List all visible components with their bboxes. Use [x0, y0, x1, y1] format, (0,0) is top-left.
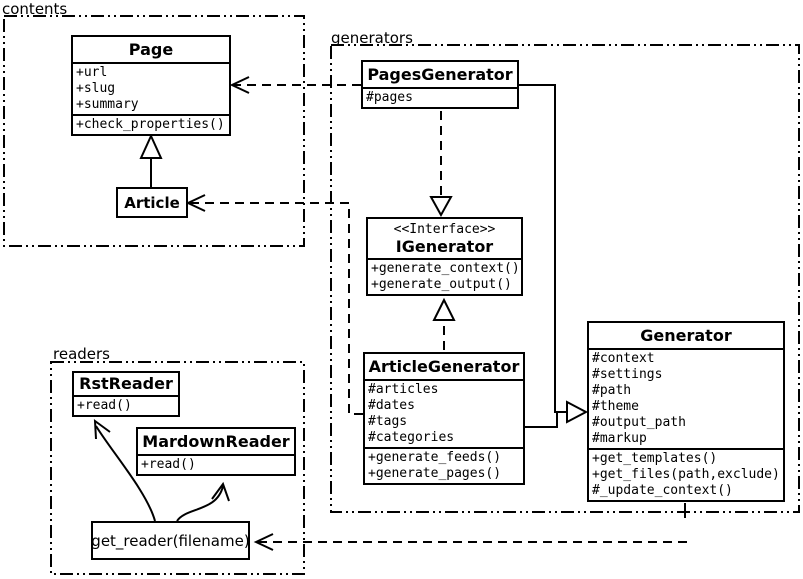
method: +read() [77, 398, 132, 413]
class-title: PagesGenerator [367, 65, 513, 84]
class-title: Article [124, 193, 180, 212]
package-label-generators: generators [331, 29, 413, 47]
class-title: Generator [640, 326, 732, 345]
attribute: #theme [592, 399, 639, 414]
method: +get_files(path,exclude) [592, 467, 780, 482]
function-label: get_reader(filename) [91, 531, 250, 550]
method: +generate_context() [371, 261, 518, 276]
class-title: IGenerator [395, 237, 494, 256]
method: #_update_context() [592, 483, 733, 498]
attributes-compartment: +url +slug +summary [73, 62, 229, 114]
class-box-page: Page +url +slug +summary +check_properti… [71, 35, 231, 136]
attribute: #context [592, 351, 655, 366]
attribute: #pages [366, 90, 413, 105]
attribute: +summary [76, 97, 139, 112]
dependency-arrow-articlegenerator-article [185, 194, 363, 415]
attribute: #settings [592, 367, 663, 382]
class-box-rstreader: RstReader +read() [72, 371, 180, 417]
attribute: #tags [368, 414, 408, 429]
dependency-arrow-generator-getreader [253, 503, 687, 551]
package-border-contents [3, 15, 305, 247]
attributes-compartment: #articles #dates #tags #categories [365, 379, 523, 447]
curved-arrow-getreader-markdownreader [176, 481, 230, 522]
generalization-arrow-generators-generator [519, 84, 589, 428]
package-border-generators [330, 44, 800, 513]
realization-arrow-articlegenerator-igenerator [432, 297, 456, 350]
package-label-readers: readers [53, 345, 110, 363]
class-box-article: Article [116, 187, 188, 218]
class-title: MardownReader [142, 432, 290, 451]
methods-compartment: +read() [74, 395, 178, 415]
inheritance-arrow-article-page [139, 133, 163, 188]
package-label-contents: contents [2, 0, 68, 18]
class-title: ArticleGenerator [368, 357, 520, 376]
methods-compartment: +generate_feeds() +generate_pages() [365, 447, 523, 483]
attribute: #path [592, 383, 632, 398]
attribute: +slug [76, 81, 116, 96]
method: +read() [141, 457, 196, 472]
methods-compartment: +generate_context() +generate_output() [368, 258, 521, 294]
attributes-compartment: #pages [363, 87, 517, 107]
attributes-compartment: #context #settings #path #theme #output_… [589, 348, 783, 448]
attribute: +url [76, 65, 108, 80]
dependency-arrow-pagesgenerator-page [229, 76, 361, 94]
class-box-pagesgenerator: PagesGenerator #pages [361, 60, 519, 109]
methods-compartment: +get_templates() +get_files(path,exclude… [589, 448, 783, 500]
attribute: #dates [368, 398, 415, 413]
class-box-igenerator: <<Interface>> IGenerator +generate_conte… [366, 217, 523, 296]
class-box-markdownreader: MardownReader +read() [136, 427, 296, 476]
curved-arrow-getreader-rstreader [93, 418, 156, 522]
realization-arrow-pagesgenerator-igenerator [429, 111, 453, 218]
class-box-generator: Generator #context #settings #path #them… [587, 321, 785, 502]
stereotype-label: <<Interface>> [393, 222, 496, 237]
attribute: #markup [592, 431, 647, 446]
class-box-articlegenerator: ArticleGenerator #articles #dates #tags … [363, 352, 525, 485]
method: +generate_feeds() [368, 450, 502, 465]
method: +generate_output() [371, 277, 512, 292]
method: +check_properties() [76, 117, 225, 132]
methods-compartment: +check_properties() [73, 114, 229, 134]
package-border-readers [50, 361, 305, 575]
method: +get_templates() [592, 451, 718, 466]
function-box-getreader: get_reader(filename) [91, 521, 250, 560]
method: +generate_pages() [368, 466, 502, 481]
methods-compartment: +read() [138, 454, 294, 474]
class-title: RstReader [79, 374, 173, 393]
attribute: #output_path [592, 415, 686, 430]
class-title: Page [128, 40, 174, 59]
attribute: #categories [368, 430, 455, 445]
attribute: #articles [368, 382, 439, 397]
